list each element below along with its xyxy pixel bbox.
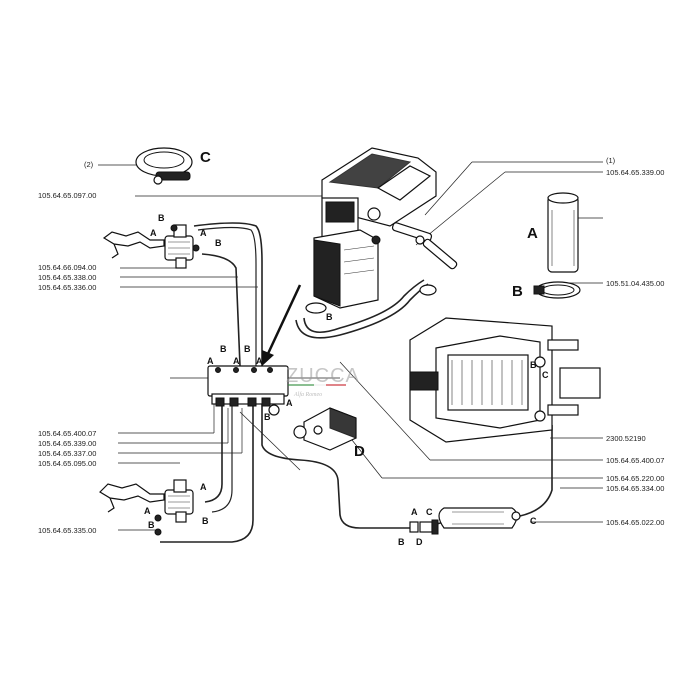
callout-D-connector: D bbox=[416, 537, 423, 547]
part-numbers-left: (2) 105.64.65.097.00 105.64.66.094.00 10… bbox=[38, 160, 96, 535]
inline-filter bbox=[438, 507, 521, 529]
callout-A-lower-1: A bbox=[200, 482, 207, 492]
clamp-B bbox=[533, 281, 581, 299]
pn-left-6: 105.64.65.337.00 bbox=[38, 449, 96, 458]
pn-right-2: 2300.52190 bbox=[606, 434, 646, 443]
connector-BD bbox=[409, 519, 439, 535]
watermark-flag-red bbox=[326, 384, 346, 386]
pn-left-8: 105.64.65.335.00 bbox=[38, 526, 96, 535]
pn-left-7: 105.64.65.095.00 bbox=[38, 459, 96, 468]
callout-B-upper-2: B bbox=[215, 238, 222, 248]
callout-D-large: D bbox=[354, 443, 365, 460]
pn-right-5: 105.64.65.334.00 bbox=[606, 484, 664, 493]
lower-valve bbox=[164, 479, 194, 523]
pn-right-4: 105.64.65.220.00 bbox=[606, 474, 664, 483]
callout-C-filter: C bbox=[530, 516, 537, 526]
pn-left-0: 105.64.65.097.00 bbox=[38, 191, 96, 200]
callout-C-radiator: C bbox=[542, 370, 549, 380]
pn-left-1: 105.64.66.094.00 bbox=[38, 263, 96, 272]
callout-B-dist-1: B bbox=[220, 344, 227, 354]
pn-right-1: 105.51.04.435.00 bbox=[606, 279, 664, 288]
pn-right-3: 105.64.65.400.07 bbox=[606, 456, 664, 465]
distributor-block bbox=[207, 365, 289, 416]
pn-left-4: 105.64.65.400.07 bbox=[38, 429, 96, 438]
callout-B-connector: B bbox=[398, 537, 405, 547]
hose-A bbox=[547, 192, 579, 273]
leader-lines bbox=[98, 161, 603, 531]
callout-A-dist-2: A bbox=[233, 356, 240, 366]
callout-B-lower-1: B bbox=[202, 516, 209, 526]
pn-right-0: 105.64.65.339.00 bbox=[606, 168, 664, 177]
callout-B-lower-2: B bbox=[148, 520, 155, 530]
watermark: ZUCCA Alfa Romeo bbox=[286, 365, 360, 398]
callout-A-upper-2: A bbox=[200, 228, 207, 238]
pn-right-6: 105.64.65.022.00 bbox=[606, 518, 664, 527]
clamp-C bbox=[135, 147, 193, 185]
callout-A-connector: A bbox=[411, 507, 418, 517]
part-numbers-right: (1) 105.64.65.339.00 105.51.04.435.00 23… bbox=[606, 156, 664, 527]
callout-A-upper-1: A bbox=[150, 228, 157, 238]
watermark-flag-white bbox=[314, 384, 326, 386]
callout-A-dist-4: A bbox=[286, 398, 293, 408]
callout-A-dist-1: A bbox=[207, 356, 214, 366]
upper-valve bbox=[164, 224, 194, 269]
letter-callouts: C A B D B A A B B B A A A B A A B A B B … bbox=[144, 149, 549, 547]
watermark-brand: ZUCCA bbox=[286, 365, 360, 387]
callout-A-large: A bbox=[527, 225, 538, 242]
pn-left-3: 105.64.65.336.00 bbox=[38, 283, 96, 292]
callout-B-heater: B bbox=[326, 312, 333, 322]
callout-B-large: B bbox=[512, 283, 523, 300]
fuel-pipes bbox=[160, 222, 553, 543]
callout-B-dist-2: B bbox=[244, 344, 251, 354]
pn-left-2: 105.64.65.338.00 bbox=[38, 273, 96, 282]
watermark-tagline: Alfa Romeo bbox=[293, 391, 322, 398]
callout-B-dist-3: B bbox=[264, 412, 271, 422]
upper-lever-assembly bbox=[102, 224, 200, 269]
heater-valve-unit bbox=[305, 147, 458, 314]
pointer-arrow bbox=[262, 284, 302, 366]
callout-C-connector: C bbox=[426, 507, 433, 517]
note-2: (2) bbox=[84, 160, 94, 169]
watermark-flag-green bbox=[288, 384, 314, 386]
tap-D bbox=[293, 407, 357, 451]
lower-lever-assembly bbox=[99, 479, 194, 536]
pn-left-5: 105.64.65.339.00 bbox=[38, 439, 96, 448]
note-1: (1) bbox=[606, 156, 616, 165]
callout-A-lower-2: A bbox=[144, 506, 151, 516]
callout-B-radiator: B bbox=[530, 360, 537, 370]
callout-B-upper-1: B bbox=[158, 213, 165, 223]
callout-A-dist-3: A bbox=[256, 356, 263, 366]
heater-radiator bbox=[409, 317, 601, 443]
callout-C-large: C bbox=[200, 149, 211, 166]
